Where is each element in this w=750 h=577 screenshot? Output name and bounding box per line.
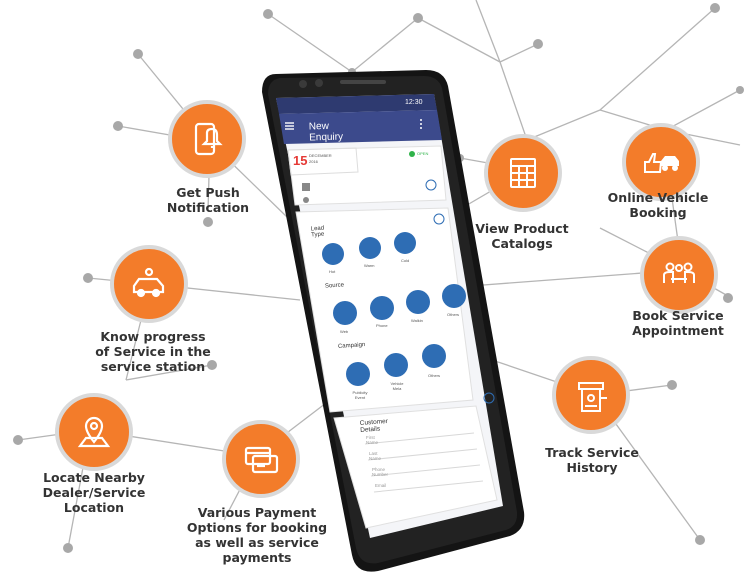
campaign-publicity-label[interactable]: Publicity Event xyxy=(352,390,368,400)
source-others-label[interactable]: Others xyxy=(447,312,460,317)
lead-hot-label[interactable]: Hot xyxy=(329,269,336,274)
thumbs-car-icon xyxy=(644,153,679,173)
map-pin-icon xyxy=(77,416,111,448)
lead-cold-label[interactable]: Cold xyxy=(401,258,410,263)
service-appointment-label: Book Service Appointment xyxy=(632,308,724,338)
phone-number-field[interactable]: Phone Number xyxy=(372,467,389,477)
service-history-label: Track Service History xyxy=(545,445,639,475)
vehicle-booking-badge xyxy=(622,123,700,201)
status-open: OPEN xyxy=(417,151,429,156)
last-name-field[interactable]: Last Name xyxy=(369,451,382,461)
push-notification-badge xyxy=(168,100,246,178)
source-phone-label[interactable]: Phone xyxy=(376,323,388,328)
campaign-mela-label[interactable]: Vehicle Mela xyxy=(390,381,404,391)
push-notification-label: Get Push Notification xyxy=(166,185,250,215)
first-name-field[interactable]: First Name xyxy=(366,435,379,445)
meeting-icon xyxy=(663,262,695,283)
source-web-label[interactable]: Web xyxy=(340,329,349,334)
locate-dealer-badge xyxy=(55,393,133,471)
credit-card-icon xyxy=(244,446,279,474)
lead-warm-label[interactable]: Warm xyxy=(364,263,375,268)
app-title: New Enquiry xyxy=(308,120,344,144)
printer-history-icon xyxy=(578,382,607,412)
date-day: 15 xyxy=(293,153,308,168)
product-catalog-label: View Product Catalogs xyxy=(475,221,569,251)
status-time: 12:30 xyxy=(405,99,423,106)
phone-bell-icon xyxy=(194,122,223,156)
payment-options-badge xyxy=(222,420,300,498)
payment-options-label: Various Payment Options for booking as w… xyxy=(186,505,328,565)
campaign-others-label[interactable]: Others xyxy=(428,373,441,378)
service-appointment-badge xyxy=(640,236,718,314)
service-history-badge xyxy=(552,356,630,434)
date-month: DECEMBER xyxy=(309,153,332,158)
vehicle-booking-label: Online Vehicle Booking xyxy=(607,190,709,220)
catalog-icon xyxy=(510,158,536,188)
customer-details-heading: Customer Details xyxy=(359,418,389,434)
source-walkin-label[interactable]: Walkin xyxy=(411,318,423,323)
locate-dealer-label: Locate Nearby Dealer/Service Location xyxy=(42,470,146,515)
date-year: 2016 xyxy=(309,159,318,164)
service-progress-label: Know progress of Service in the service … xyxy=(95,329,211,374)
product-catalog-badge xyxy=(484,134,562,212)
car-gear-icon xyxy=(132,267,165,298)
email-field[interactable]: Email xyxy=(375,483,387,488)
lead-type-heading: Lead Type xyxy=(310,225,325,239)
service-progress-badge xyxy=(110,245,188,323)
